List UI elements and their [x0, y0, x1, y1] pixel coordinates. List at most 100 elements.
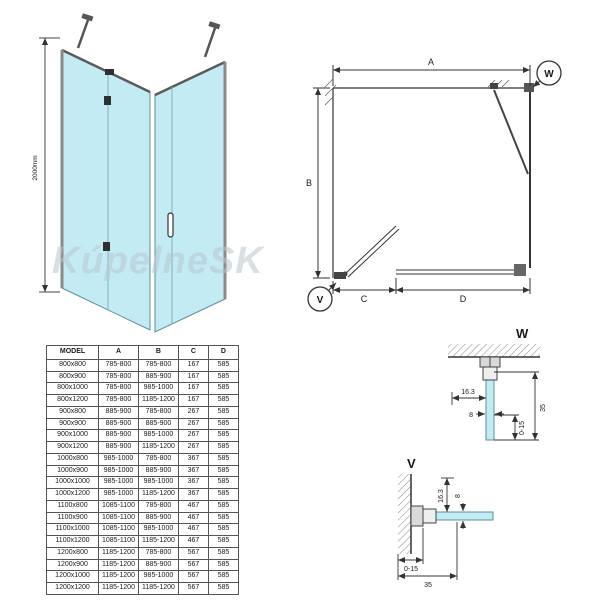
dimension-cell: 785-800 [137, 405, 179, 419]
dimension-cell: 267 [177, 417, 209, 431]
dimension-cell: 785-800 [98, 394, 139, 407]
dimension-cell: 167 [177, 382, 209, 395]
dimension-cell: 785-800 [137, 358, 179, 372]
door-end-profile [514, 264, 526, 276]
dim-8-label: 8 [455, 494, 462, 498]
dim-163-label: 16.3 [461, 389, 475, 396]
column-header: C [177, 345, 209, 360]
dim-163-lines [451, 392, 486, 405]
dimension-cell: 1185-1200 [137, 488, 179, 501]
corner-bracket [524, 83, 534, 92]
model-cell: 1000x800 [46, 452, 99, 466]
dimension-cell: 785-800 [98, 358, 139, 372]
detail-v-drawing: V 16.3 8 0-15 3 [383, 450, 583, 603]
model-cell: 1200x1000 [46, 570, 99, 583]
dimension-cell: 885-900 [98, 405, 139, 419]
dimension-cell: 1185-1200 [98, 546, 139, 560]
dimension-cell: 585 [207, 558, 239, 572]
dimension-cell: 367 [177, 476, 209, 489]
model-cell: 1000x1200 [46, 488, 99, 501]
dimension-cell: 985-1000 [137, 382, 179, 395]
dimension-cell: 985-1000 [137, 570, 179, 583]
hinge-bottom [103, 242, 110, 251]
dim-c-label: C [361, 294, 368, 304]
model-cell: 1200x900 [46, 558, 99, 572]
model-cell: 900x1200 [46, 441, 99, 454]
rod-anchor [81, 13, 94, 22]
walls [332, 87, 530, 278]
dimension-cell: 1185-1200 [98, 570, 139, 583]
dimension-cell: 1185-1200 [137, 535, 179, 548]
dimension-cell: 885-900 [98, 441, 139, 454]
dimension-cell: 885-900 [137, 558, 179, 572]
dim-163-label: 16.3 [438, 489, 445, 503]
dimension-cell: 585 [207, 499, 239, 513]
dimension-cell: 785-800 [98, 382, 139, 395]
pivot-bracket [105, 69, 114, 75]
detail-v-callout-label: V [317, 295, 324, 306]
dimension-cell: 1085-1100 [98, 511, 139, 525]
rod-anchor [208, 21, 221, 30]
dimension-cell: 567 [177, 582, 209, 595]
support-rods [76, 19, 217, 58]
dimension-cell: 585 [207, 523, 239, 536]
dimension-cell: 1185-1200 [137, 441, 179, 454]
dimension-cell: 785-800 [137, 499, 179, 513]
dimension-cell: 585 [207, 429, 239, 442]
detail-v-callout-circle [307, 286, 333, 312]
glass-clamp [422, 508, 437, 524]
dimension-cell: 567 [177, 558, 209, 572]
dimension-cell: 1185-1200 [137, 394, 179, 407]
dimension-cell: 167 [177, 358, 209, 372]
wall-section [398, 474, 411, 554]
dimension-cell: 585 [207, 394, 239, 407]
detail-w-leader [532, 80, 541, 88]
dimension-cell: 885-900 [137, 511, 179, 525]
dim-c-lines [332, 278, 397, 294]
detail-v-title: V [407, 456, 416, 471]
dim-35-label: 35 [424, 582, 432, 589]
model-cell: 1100x1000 [46, 523, 99, 536]
dimension-cell: 985-1000 [98, 464, 139, 478]
dimension-cell: 985-1000 [137, 476, 179, 489]
dimension-cell: 1085-1100 [98, 499, 139, 513]
dimension-cell: 585 [207, 511, 239, 525]
hinge-top [104, 96, 111, 105]
dimension-cell: 585 [207, 452, 239, 466]
column-header: A [98, 345, 139, 360]
dimension-cell: 267 [177, 429, 209, 442]
model-cell: 800x900 [46, 370, 99, 384]
detail-w-callout-circle [536, 60, 562, 86]
glass-panel-side [154, 61, 226, 333]
dimension-cell: 885-900 [137, 370, 179, 384]
dimension-cell: 585 [207, 464, 239, 478]
column-header: B [137, 345, 179, 360]
dimension-cell: 885-900 [98, 417, 139, 431]
dimension-cell: 1185-1200 [137, 582, 179, 595]
dimension-cell: 467 [177, 523, 209, 536]
model-cell: 1100x1200 [46, 535, 99, 548]
dimension-cell: 985-1000 [98, 476, 139, 489]
door-handle [167, 212, 174, 238]
dimension-cell: 585 [207, 488, 239, 501]
dim-015-lines [494, 414, 519, 441]
model-cell: 800x1200 [46, 394, 99, 407]
model-cell: 1200x1200 [46, 582, 99, 595]
brace-fitting [490, 83, 498, 89]
dimension-cell: 785-800 [137, 546, 179, 560]
model-cell: 1100x800 [46, 499, 99, 513]
